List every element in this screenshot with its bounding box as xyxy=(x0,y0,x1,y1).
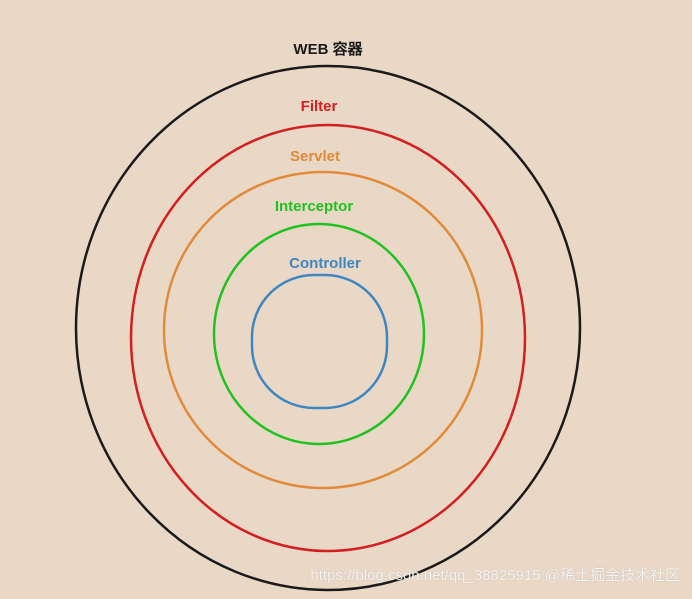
interceptor-label: Interceptor xyxy=(274,198,354,215)
web-container-ring xyxy=(74,64,582,592)
filter-label: Filter xyxy=(300,98,338,115)
watermark: https://blog.csdn.net/qq_38825915 @稀土掘金技… xyxy=(310,567,680,584)
controller-label: Controller xyxy=(289,255,361,272)
servlet-label: Servlet xyxy=(289,148,341,165)
servlet-ring xyxy=(162,170,484,490)
filter-ring xyxy=(129,123,527,553)
interceptor-ring xyxy=(212,222,426,446)
controller-ring xyxy=(250,273,389,410)
web-container-label: WEB 容器 xyxy=(293,41,363,58)
